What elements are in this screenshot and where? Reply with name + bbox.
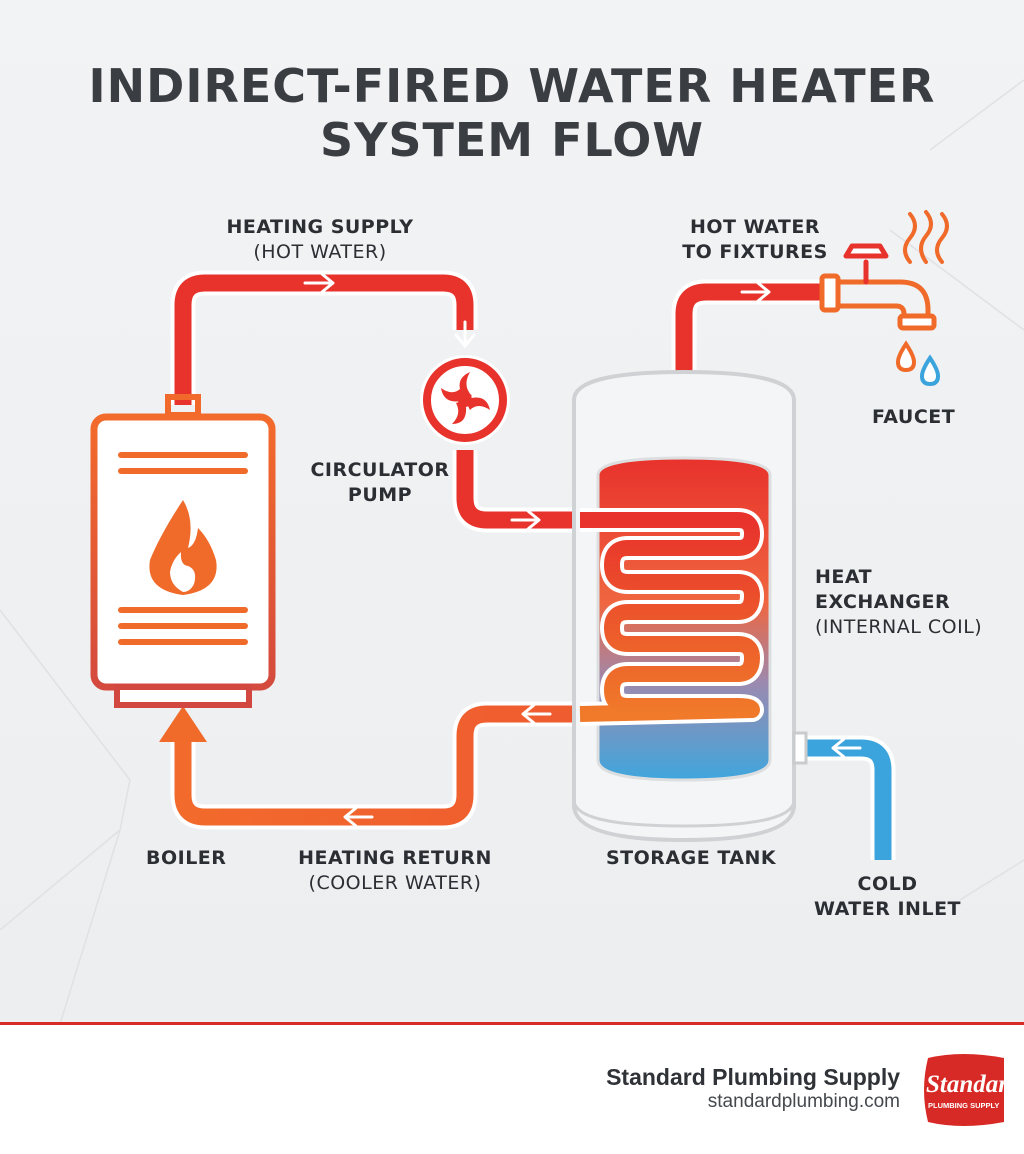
cold-water-line1: COLD <box>857 873 918 895</box>
heat-exchanger-label: HEAT EXCHANGER (INTERNAL COIL) <box>815 565 982 640</box>
heating-return-title: HEATING RETURN <box>298 847 492 869</box>
boiler-label: BOILER <box>146 847 227 869</box>
footer-divider <box>0 1022 1024 1025</box>
circulator-pump-line1: CIRCULATOR <box>310 459 450 481</box>
cold-water-line2: WATER INLET <box>813 898 962 920</box>
flow-arrow-icon <box>303 272 862 828</box>
faucet-icon <box>819 243 937 331</box>
coil-inlet-pipe <box>452 450 580 533</box>
diagram-title-line2: SYSTEM FLOW <box>319 113 705 167</box>
hot-water-label: HOT WATER TO FIXTURES <box>660 215 850 265</box>
flow-diagram <box>0 79 1024 1024</box>
heating-return-note: (COOLER WATER) <box>308 872 482 894</box>
logo-subtext: PLUMBING SUPPLY <box>928 1101 999 1110</box>
flame-icon <box>149 500 217 595</box>
boiler-icon <box>90 394 276 708</box>
diagram-title-line1: INDIRECT-FIRED WATER HEATER <box>88 59 936 113</box>
heat-exchanger-note: (INTERNAL COIL) <box>815 616 983 638</box>
background-lines <box>0 79 1024 1024</box>
circulator-pump-label: CIRCULATOR PUMP <box>295 458 465 508</box>
heating-return-label: HEATING RETURN (COOLER WATER) <box>290 846 500 896</box>
logo-icon[interactable]: Standard PLUMBING SUPPLY <box>918 1052 1006 1128</box>
heat-exchanger-coil <box>579 508 764 726</box>
steam-icon <box>903 210 949 264</box>
cold-water-pipe <box>800 735 896 860</box>
hot-water-line2: TO FIXTURES <box>682 241 828 263</box>
water-drop-icon <box>895 340 941 387</box>
heating-supply-note: (HOT WATER) <box>253 241 387 263</box>
brand-name: Standard Plumbing Supply <box>606 1064 900 1090</box>
circulator-pump-line2: PUMP <box>347 484 413 506</box>
logo-text: Standard <box>926 1071 1006 1098</box>
diagram-area: INDIRECT-FIRED WATER HEATER SYSTEM FLOW … <box>0 0 1024 1024</box>
storage-tank-label: STORAGE TANK <box>606 847 777 869</box>
faucet-label: FAUCET <box>872 406 956 428</box>
heat-exchanger-line1: HEAT <box>815 566 873 588</box>
cold-water-inlet-label: COLD WATER INLET <box>800 872 975 922</box>
heating-supply-title: HEATING SUPPLY <box>226 216 414 238</box>
brand-url[interactable]: standardplumbing.com <box>707 1091 900 1112</box>
heating-supply-label: HEATING SUPPLY (HOT WATER) <box>210 215 430 265</box>
heat-exchanger-line2: EXCHANGER <box>815 591 951 613</box>
return-arrow-head <box>159 706 207 742</box>
pump-icon <box>420 355 510 445</box>
hot-water-line1: HOT WATER <box>689 216 821 238</box>
heating-return-pipe <box>170 701 580 830</box>
